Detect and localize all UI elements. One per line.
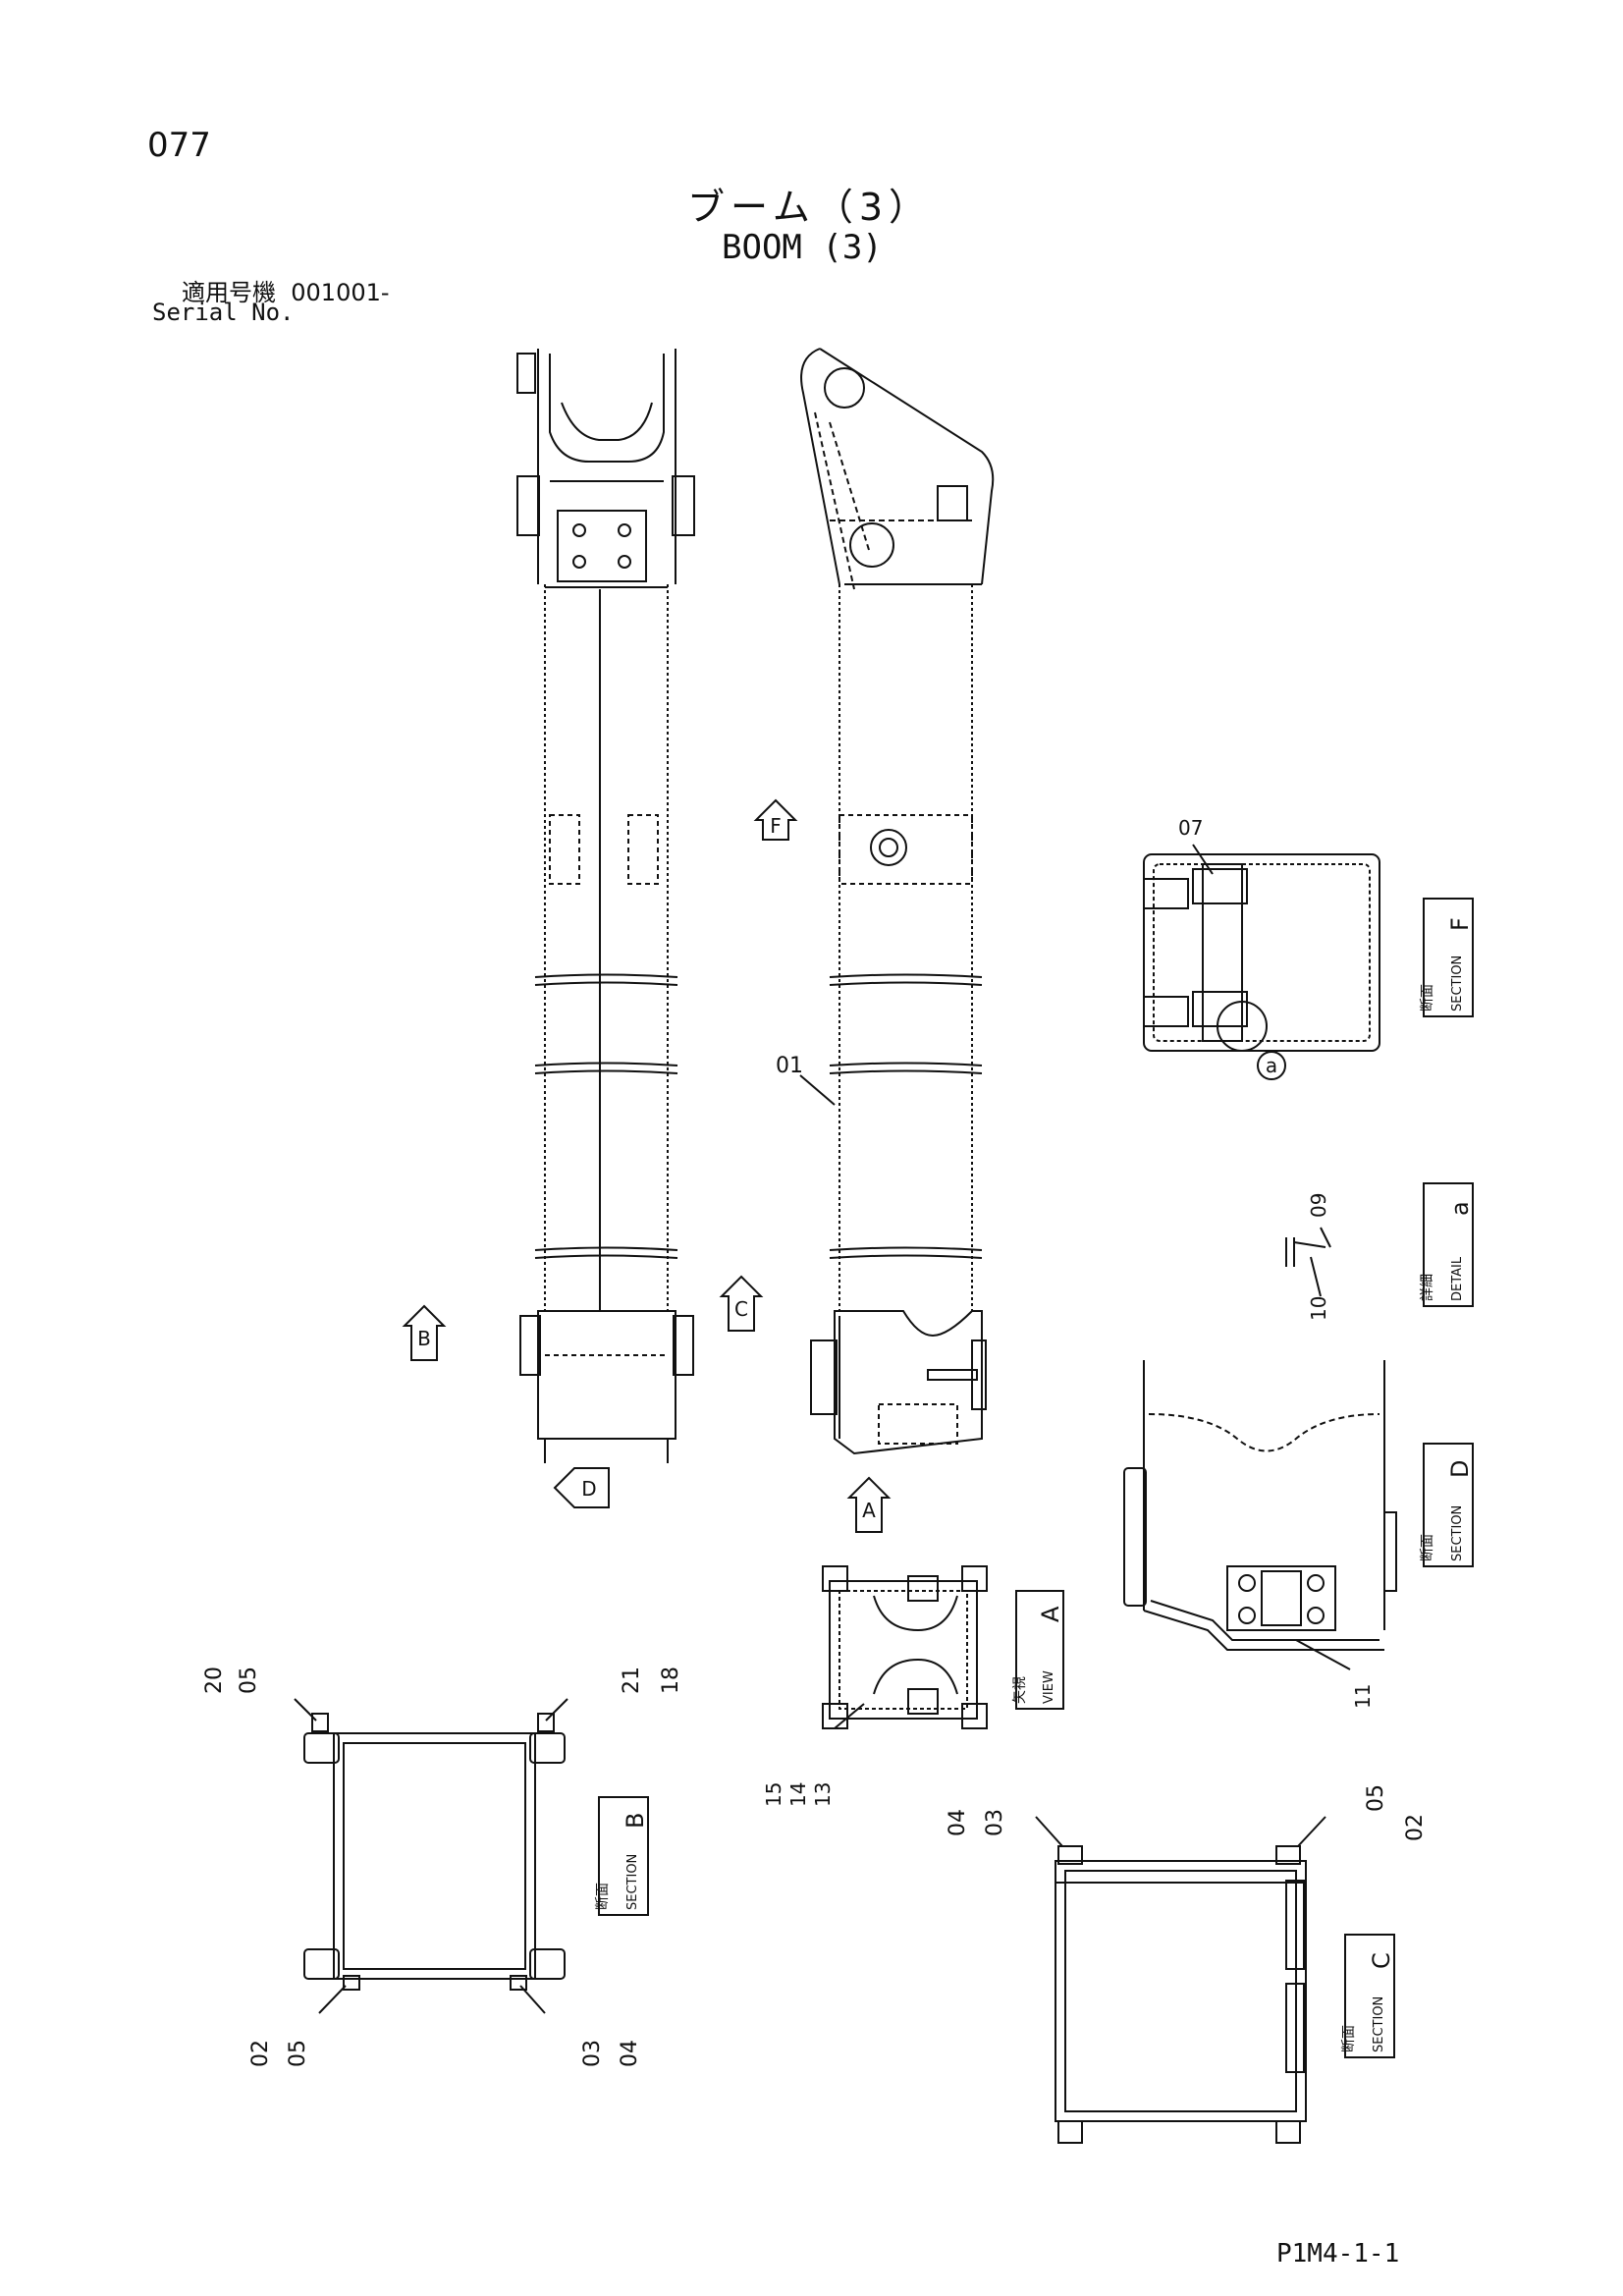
page-number: 077	[147, 126, 211, 165]
part-05-bot-label: 05	[286, 2040, 310, 2067]
page-title-en: BOOM (3)	[722, 228, 883, 267]
part-10-label: 10	[1307, 1296, 1330, 1321]
part-c-04-label: 04	[946, 1809, 970, 1836]
detail-a: 09 10 詳細 DETAIL a	[1285, 1182, 1474, 1321]
view-marker-d-letter: D	[581, 1477, 596, 1501]
part-01-label: 01	[776, 1054, 803, 1078]
view-a: 13 14 15 矢視 VIEW A	[762, 1565, 1064, 1807]
view-marker-f: F	[753, 798, 798, 841]
part-18-label: 18	[659, 1667, 683, 1694]
section-d-letter: D	[1446, 1460, 1474, 1478]
view-a-jp: 矢視	[1012, 1676, 1028, 1704]
leader-01	[799, 1074, 836, 1106]
detail-a-en: DETAIL	[1450, 1256, 1465, 1301]
detail-a-jp: 詳細	[1420, 1274, 1435, 1301]
part-f-detail-mark: a	[1266, 1054, 1277, 1077]
view-marker-c: C	[719, 1275, 764, 1332]
serial-value: 001001-	[291, 279, 390, 306]
section-c-jp: 断面	[1341, 2025, 1357, 2052]
boom-side-view	[800, 348, 995, 1455]
section-d-en: SECTION	[1450, 1505, 1465, 1561]
section-f-letter: F	[1446, 917, 1474, 931]
serial-label-en: Serial No.	[152, 299, 295, 326]
part-04-label: 04	[618, 2040, 642, 2067]
part-03-label: 03	[580, 2040, 605, 2067]
section-d: 11 断面 SECTION D	[1123, 1360, 1474, 1709]
view-a-en: VIEW	[1042, 1670, 1056, 1704]
detail-a-letter: a	[1446, 1201, 1474, 1216]
section-f-jp: 断面	[1420, 984, 1435, 1011]
part-c-03-label: 03	[983, 1809, 1007, 1836]
serial-label-jp: 適用号機	[182, 279, 276, 306]
view-marker-f-letter: F	[770, 814, 782, 838]
part-21-label: 21	[620, 1667, 644, 1694]
part-11-label: 11	[1351, 1684, 1375, 1709]
view-marker-a: A	[846, 1476, 892, 1533]
section-d-jp: 断面	[1420, 1534, 1435, 1561]
section-c-en: SECTION	[1372, 1996, 1386, 2052]
view-marker-a-letter: A	[862, 1499, 876, 1522]
section-b-letter: B	[622, 1813, 649, 1829]
part-c-05-label: 05	[1364, 1784, 1388, 1812]
section-f: a 07 断面 SECTION F	[1143, 816, 1474, 1080]
part-02-label: 02	[248, 2040, 273, 2067]
part-15-label: 15	[762, 1782, 785, 1807]
section-b-jp: 断面	[595, 1883, 611, 1910]
page-title-jp: ブーム（3）	[687, 186, 933, 229]
section-b: 20 05 21 18 02 05 03 04 断面 SECTION B	[202, 1667, 683, 2067]
section-b-en: SECTION	[625, 1854, 640, 1910]
part-05-top-label: 05	[237, 1667, 261, 1694]
view-a-letter: A	[1037, 1606, 1064, 1622]
view-marker-c-letter: C	[734, 1297, 748, 1321]
section-c-letter: C	[1368, 1952, 1395, 1969]
view-marker-b-letter: B	[417, 1327, 431, 1350]
part-14-label: 14	[786, 1782, 810, 1807]
part-07-label: 07	[1178, 816, 1203, 840]
section-c: 04 03 05 02 断面 SECTION C	[946, 1784, 1428, 2144]
serial-line-jp: 適用号機 001001-	[182, 273, 390, 307]
part-c-02-label: 02	[1403, 1814, 1428, 1841]
part-13-label: 13	[811, 1782, 835, 1807]
boom-top-view	[516, 349, 695, 1463]
section-f-en: SECTION	[1450, 956, 1465, 1011]
part-09-label: 09	[1307, 1193, 1330, 1218]
part-20-label: 20	[202, 1667, 227, 1694]
view-marker-b: B	[402, 1304, 447, 1361]
drawing-code: P1M4-1-1	[1276, 2239, 1400, 2269]
view-marker-d: D	[553, 1467, 610, 1508]
